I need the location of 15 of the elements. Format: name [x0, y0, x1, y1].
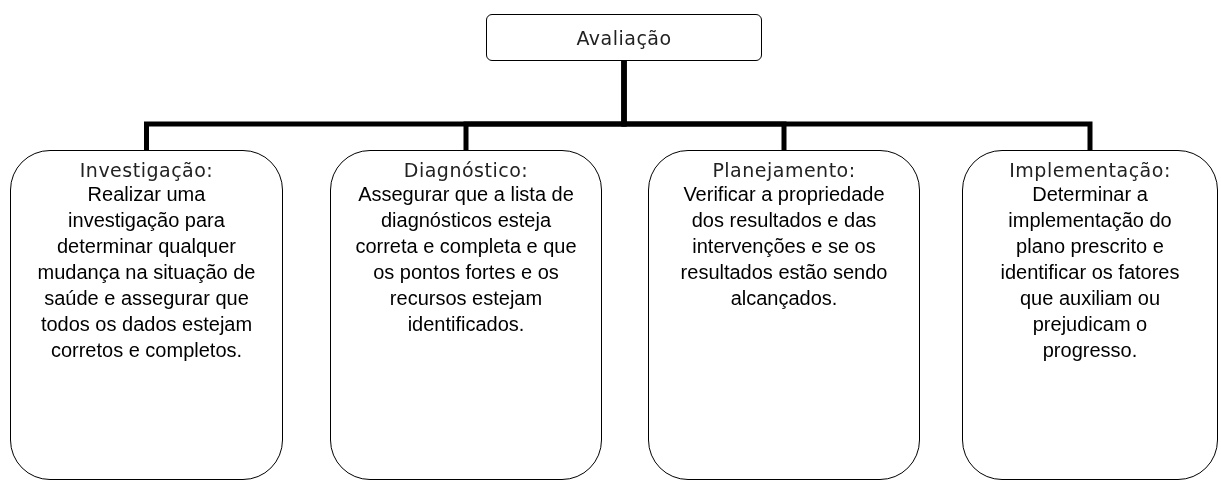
box-description: Assegurar que a lista de diagnósticos esteja correta e completa e que os pontos fortes e os recursos estejam identificados. [354, 182, 578, 337]
box-title: Diagnóstico: [403, 159, 529, 181]
box-description: Verificar a propriedade dos resultados e das intervenções e se os resultados estão sendo alcançados. [679, 182, 889, 311]
box-description: Realizar uma investigação para determinar qualquer mudança na situação de saúde e assegurar que todos os dados estejam corretos e completos. [36, 182, 257, 363]
box-title: Investigação: [79, 159, 214, 181]
stage-box [648, 150, 920, 480]
root-box [486, 14, 762, 61]
box-title: Implementação: [1009, 159, 1171, 181]
stage-box [330, 150, 602, 480]
connector-line [621, 61, 1093, 150]
stage-box [962, 150, 1218, 480]
box-title: Planejamento: [712, 159, 856, 181]
box-title: Avaliação [576, 26, 672, 49]
box-description: Determinar a implementação do plano prescrito e identificar os fatores que auxiliam ou prejudicam o progresso. [999, 182, 1181, 363]
stage-box [10, 150, 283, 480]
